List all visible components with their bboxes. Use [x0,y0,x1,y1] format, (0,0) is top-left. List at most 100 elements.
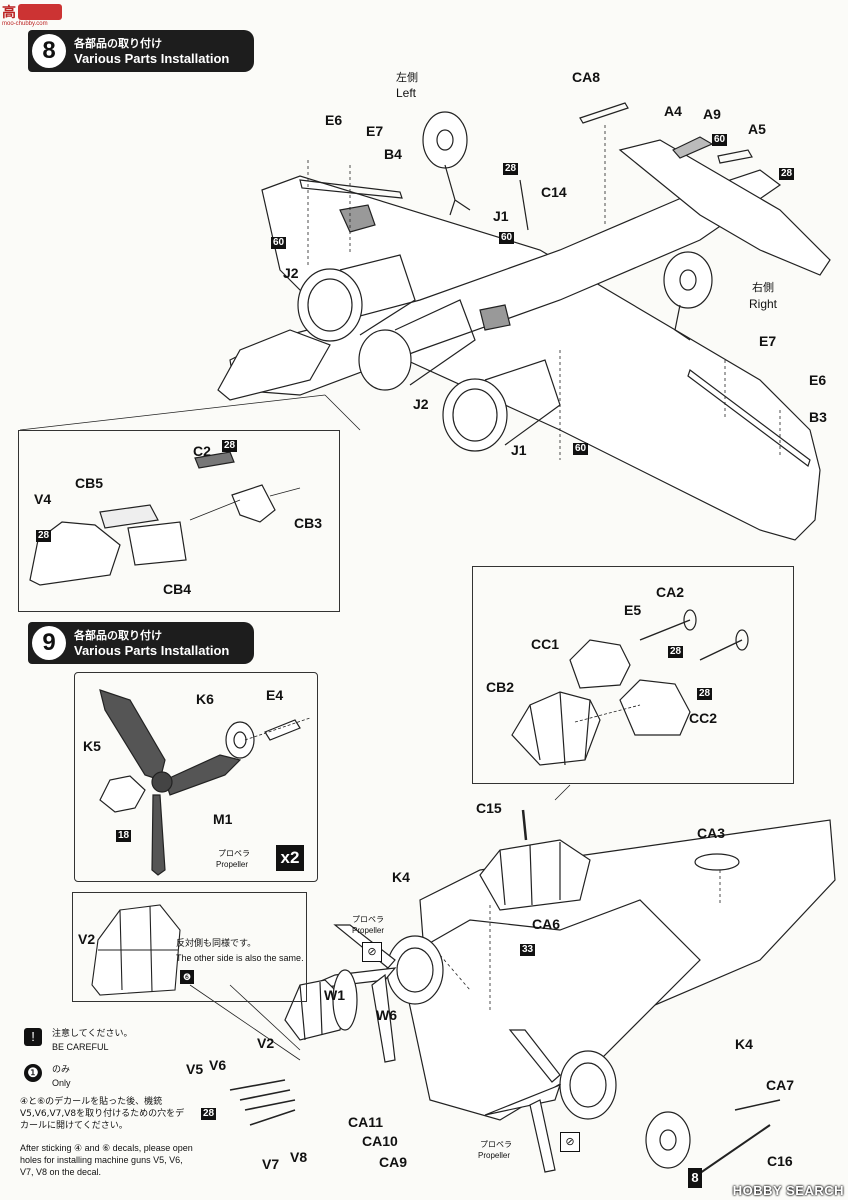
step9-engine-right [559,1050,617,1120]
label-k6: K6 [196,691,214,707]
propeller-top-en: Propeller [352,926,385,935]
step9-part-c16 [689,1124,771,1181]
step8-left-wheel [422,111,471,216]
label-e6-right: E6 [809,372,827,388]
hobby-search-watermark: HOBBY SEARCH [732,1183,844,1198]
label-j1-top: J1 [493,208,509,224]
no-glue-icon-top: ⊘ [362,942,382,962]
no-glue-icon-bottom: ⊘ [560,1132,580,1152]
label-right-en: Right [749,297,778,311]
propeller-art [99,689,311,876]
step9-title-en: Various Parts Installation [74,643,230,658]
label-e7: E7 [366,123,384,139]
label-right-jp: 右側 [752,281,774,294]
only-jp: のみ [52,1065,71,1075]
tag-28-c: 28 [222,440,238,452]
tag-28-d: 28 [36,530,52,542]
propeller-top-jp: プロペラ [352,915,384,924]
part-c14 [519,179,529,231]
label-v2-detail: V2 [78,931,96,947]
step9-wheel [645,1111,691,1169]
label-b4: B4 [384,146,402,162]
label-left-jp: 左側 [396,71,418,84]
step8-number: 8 [32,34,66,68]
watermark-url: moo-chubby.com [2,21,48,27]
step9-title-jp: 各部品の取り付け [74,629,162,642]
step8-title-jp: 各部品の取り付け [74,37,162,50]
tag-60-c: 60 [499,232,515,244]
label-ca10: CA10 [362,1133,398,1149]
part-j1 [479,304,511,331]
step8-header: 8 各部品の取り付け Various Parts Installation [28,30,254,72]
propeller-bottom-jp: プロペラ [480,1140,512,1149]
step9-wing [399,899,701,1121]
inset-part-cb3 [231,484,276,523]
careful-jp: 注意してください。 [52,1029,133,1039]
label-j1-bottom: J1 [511,442,527,458]
part-j2 [339,204,376,233]
label-c15: C15 [476,800,502,816]
label-ca7: CA7 [766,1077,795,1093]
canopy-art [511,609,749,766]
step8-engine-right [442,359,561,452]
step8-engine-center [358,299,476,391]
tag-18: 18 [116,830,132,842]
label-e5: E5 [624,602,642,618]
label-v6: V6 [209,1057,227,1073]
propeller-bottom-en: Propeller [478,1151,511,1160]
step9-header: 9 各部品の取り付け Various Parts Installation [28,622,254,664]
label-v7: V7 [262,1156,280,1172]
label-left-en: Left [396,86,417,100]
label-ca8: CA8 [572,69,601,85]
label-cc2: CC2 [689,710,718,726]
label-cc1: CC1 [531,636,560,652]
site-watermark-top-left: 高 moo-chubby.com [2,2,72,32]
label-e7-right: E7 [759,333,777,349]
propeller-label-jp: プロペラ [218,849,250,858]
label-v2: V2 [257,1035,275,1051]
part-b4 [299,179,403,199]
step8-right-wheel [663,251,713,341]
label-w1: W1 [324,987,345,1003]
step9-part-ca3 [694,853,740,871]
inset-part-c2 [194,451,235,469]
label-e4: E4 [266,687,284,703]
only-badge-icon: ❻ [180,970,194,984]
only-en: Only [52,1078,71,1088]
decal-hole-note-jp: ④と⑥のデカールを貼った後、機銃V5,V6,V7,V8を取り付けるための穴をデカ… [20,1097,185,1132]
watermark-logo-text: 高 [2,5,16,21]
propeller-label-en: Propeller [216,860,249,869]
label-e6: E6 [325,112,343,128]
label-v8: V8 [290,1149,308,1165]
inset-part-cb4 [127,521,187,566]
label-v4: V4 [34,491,52,507]
label-cb5: CB5 [75,475,104,491]
only-icon: ❶ [24,1064,42,1082]
page-number-badge: 8 [688,1168,702,1188]
step8-title-en: Various Parts Installation [74,51,230,66]
step9-part-w1 [332,969,358,1031]
careful-en: BE CAREFUL [52,1042,109,1052]
propeller-box [74,672,318,882]
step9-engine-left [386,935,444,1005]
step9-number: 9 [32,626,66,660]
decal-hole-note-en: After sticking ④ and ⑥ decals, please op… [20,1143,193,1178]
step9-canopy [479,839,591,911]
label-j2-bottom: J2 [413,396,429,412]
label-c14: C14 [541,184,567,200]
part-a9 [717,149,753,164]
step8-inset-box [18,430,340,612]
part-a4 [672,136,714,159]
watermark-logo-mark [18,4,62,20]
step8-engine-left [297,254,416,342]
label-a5: A5 [748,121,766,137]
label-k4-bottom: K4 [735,1036,753,1052]
v2-detail-box [72,892,307,1002]
label-c2: C2 [193,443,211,459]
label-k4-top: K4 [392,869,410,885]
label-a9: A9 [703,106,721,122]
tag-28-canopy-b: 28 [697,688,713,700]
part-b3 [687,369,811,467]
label-cb2: CB2 [486,679,515,695]
